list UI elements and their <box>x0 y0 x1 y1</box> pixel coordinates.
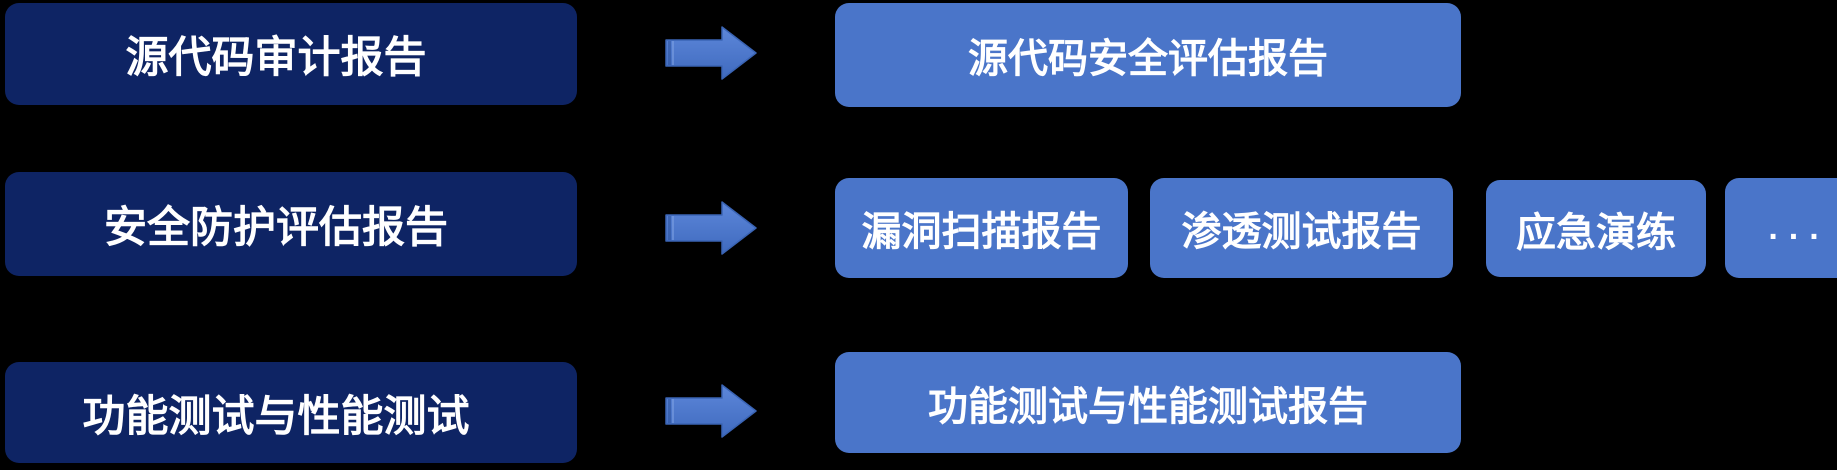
box-penetration-test-report: 渗透测试报告 <box>1150 178 1453 278</box>
box-label: 漏洞扫描报告 <box>861 210 1102 254</box>
box-source-code-security-assessment-report: 源代码安全评估报告 <box>835 3 1461 107</box>
box-label: 安全防护评估报告 <box>104 204 448 252</box>
box-emergency-drill: 应急演练 <box>1486 180 1706 277</box>
box-functional-and-performance-test-report: 功能测试与性能测试报告 <box>835 352 1461 453</box>
ellipsis-label: ... <box>1768 208 1830 247</box>
box-functional-and-performance-testing: 功能测试与性能测试 <box>5 362 577 463</box>
box-label: 渗透测试报告 <box>1181 210 1422 254</box>
box-label: 源代码安全评估报告 <box>968 37 1328 81</box>
right-arrow-icon <box>665 26 757 80</box>
box-ellipsis: ... <box>1725 178 1837 278</box>
right-arrow-icon <box>665 384 757 438</box>
box-label: 功能测试与性能测试 <box>82 392 470 441</box>
box-vulnerability-scan-report: 漏洞扫描报告 <box>835 178 1128 278</box>
box-security-protection-assessment-report: 安全防护评估报告 <box>5 172 577 276</box>
right-arrow-icon <box>665 201 757 255</box>
box-label: 应急演练 <box>1516 210 1676 255</box>
box-label: 源代码审计报告 <box>125 34 427 82</box>
box-source-code-audit-report: 源代码审计报告 <box>5 3 577 105</box>
box-label: 功能测试与性能测试报告 <box>928 384 1368 429</box>
